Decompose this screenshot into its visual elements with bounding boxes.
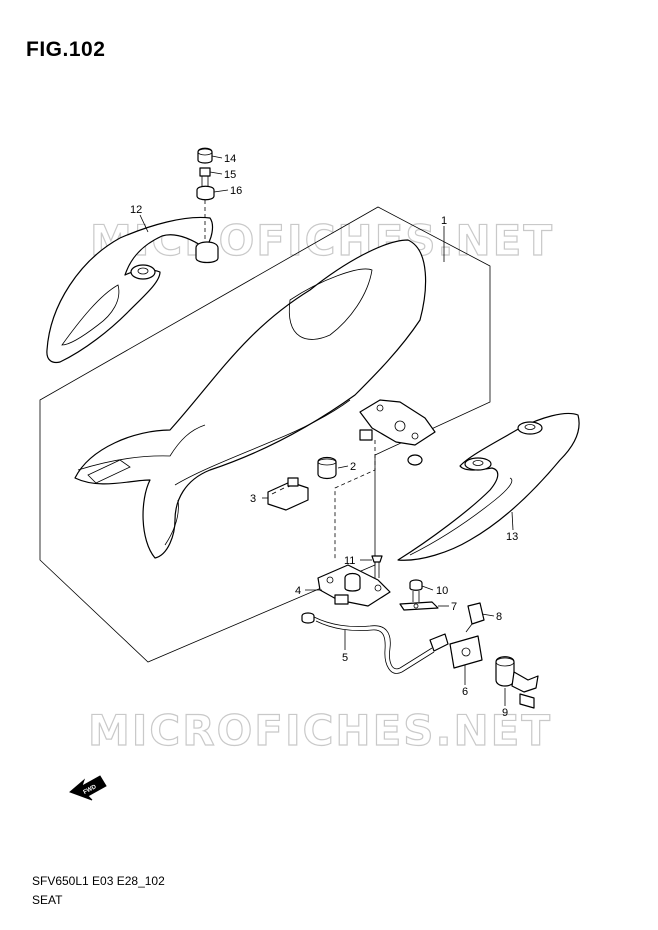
- callout-16: 16: [230, 185, 242, 197]
- seat-bracket: [359, 399, 436, 466]
- callout-8: 8: [496, 611, 502, 623]
- bolt-part-15[interactable]: [199, 167, 211, 186]
- leader-10: [421, 585, 434, 591]
- leader-13: [511, 511, 514, 531]
- section-name: SEAT: [32, 893, 63, 907]
- seat-lock-cable-part-5[interactable]: [301, 612, 449, 674]
- callout-11: 11: [344, 555, 355, 567]
- cap-part-14[interactable]: [197, 147, 213, 164]
- callout-15: 15: [224, 169, 236, 181]
- callout-12: 12: [130, 204, 142, 216]
- callout-7: 7: [451, 601, 457, 613]
- leader-14: [211, 155, 223, 159]
- callout-6: 6: [462, 686, 468, 698]
- seat-lock-part-4[interactable]: [317, 564, 391, 607]
- callout-10: 10: [436, 585, 448, 597]
- forward-arrow-icon: FWD: [69, 775, 107, 801]
- model-code: SFV650L1 E03 E28_102: [32, 874, 165, 888]
- callout-1: 1: [441, 215, 447, 227]
- figure-title: FIG.102: [26, 38, 106, 61]
- leader-15: [209, 171, 223, 175]
- callout-5: 5: [342, 652, 348, 664]
- leader-16: [213, 189, 229, 193]
- lock-bracket-part-6[interactable]: [449, 635, 483, 669]
- grab-handle-left-part-12[interactable]: [46, 216, 219, 364]
- key-cylinder-part-9[interactable]: [495, 656, 539, 709]
- callout-4: 4: [295, 585, 301, 597]
- callout-3: 3: [250, 493, 256, 505]
- assembly-line-lock: [334, 440, 376, 560]
- cushion-part-2[interactable]: [317, 456, 337, 480]
- rubber-block-part-3[interactable]: [267, 477, 309, 511]
- grab-handle-right-part-13[interactable]: [397, 412, 580, 561]
- leader-2: [337, 465, 349, 469]
- callout-14: 14: [224, 153, 236, 165]
- watermark-bottom: MICROFICHES.NET: [88, 706, 552, 755]
- leader-12: [139, 214, 149, 233]
- washer-part-16[interactable]: [196, 185, 215, 201]
- bolt-part-10[interactable]: [409, 579, 423, 602]
- leader-8: [481, 613, 495, 617]
- screw-part-11[interactable]: [371, 555, 383, 578]
- callout-13: 13: [506, 531, 518, 543]
- clip-part-7[interactable]: [399, 601, 439, 611]
- callout-9: 9: [502, 707, 508, 719]
- callout-2: 2: [350, 461, 356, 473]
- seat-part-1[interactable]: [74, 239, 427, 559]
- clamp-part-8[interactable]: [465, 602, 485, 633]
